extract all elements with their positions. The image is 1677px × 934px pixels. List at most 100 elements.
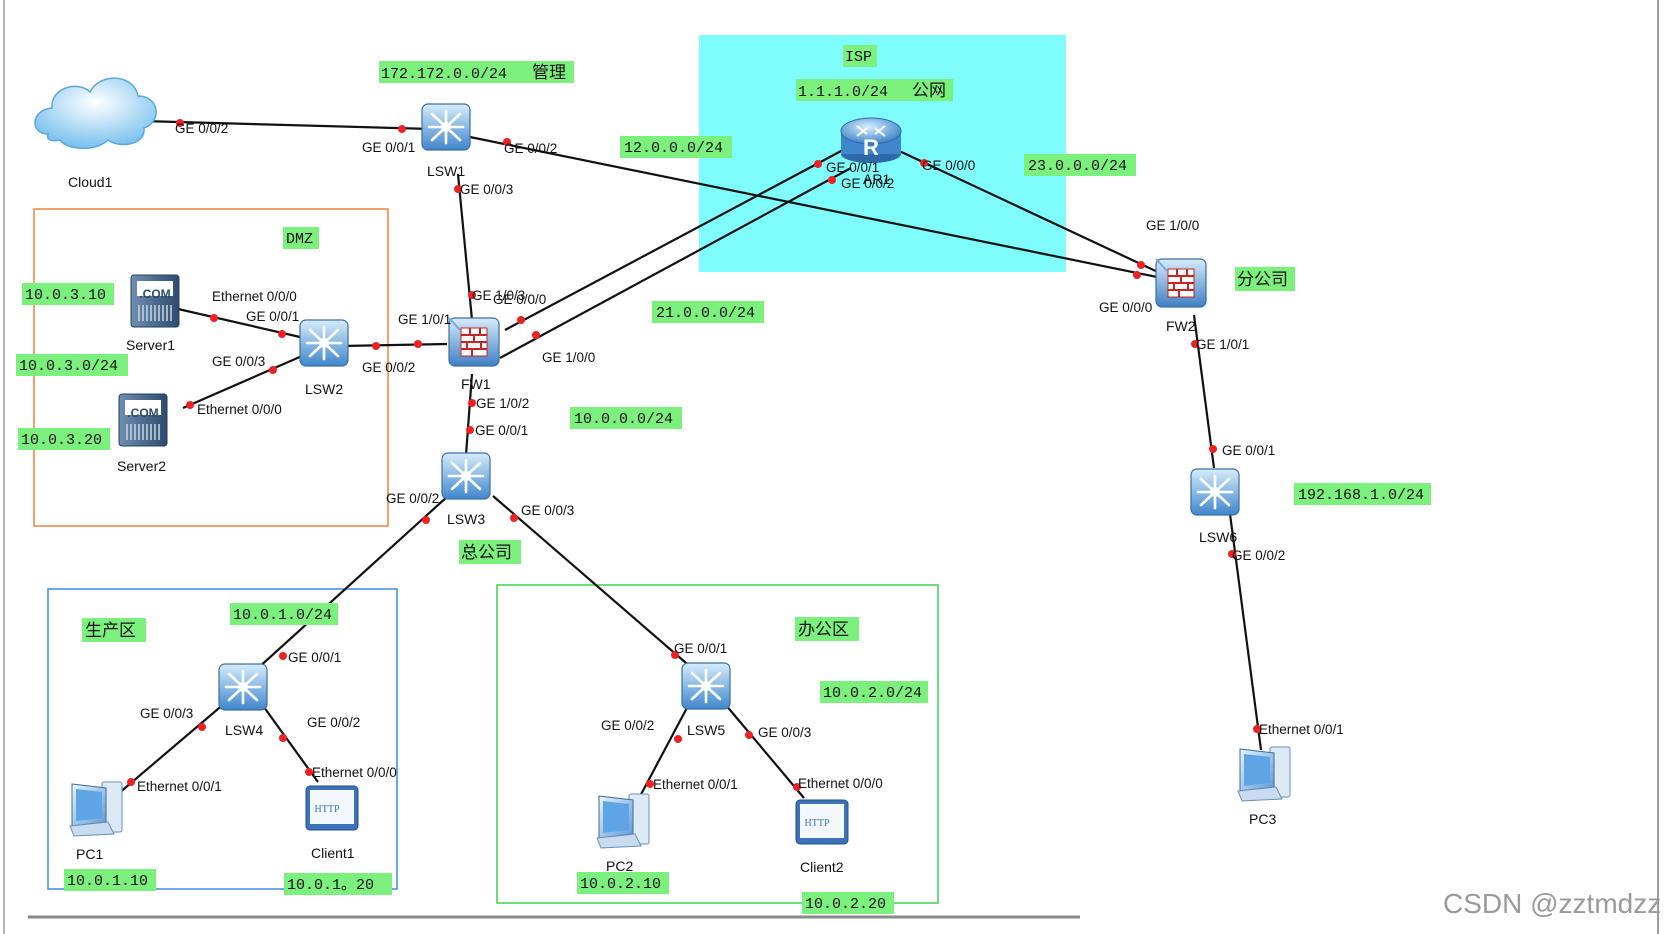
pc1-device[interactable] xyxy=(69,781,123,837)
port-dot xyxy=(1191,340,1199,348)
headquarters-label: 总公司 xyxy=(461,543,512,563)
port-dot xyxy=(646,780,654,788)
production-zone-label: 生产区 xyxy=(85,621,136,641)
link-fw2-lsw6 xyxy=(1192,314,1216,469)
lsw5-device[interactable] xyxy=(680,661,732,711)
port-dot xyxy=(745,731,753,739)
interface-label: GE 0/0/0 xyxy=(493,292,546,307)
server1-device[interactable]: .COM xyxy=(130,274,180,328)
mgmt-network-label: 172.172.0.0/24 xyxy=(381,66,507,83)
port-dot xyxy=(176,119,184,127)
interface-label: Ethernet 0/0/1 xyxy=(137,779,222,794)
port-dot xyxy=(1137,261,1145,269)
interface-label: GE 0/0/3 xyxy=(212,354,265,369)
lsw3-name: LSW3 xyxy=(447,511,485,527)
port-dot xyxy=(468,399,476,407)
isp-label: ISP xyxy=(845,49,872,66)
cloud1-device[interactable] xyxy=(34,77,157,149)
switch-icon xyxy=(298,318,350,368)
server2-device[interactable]: .COM xyxy=(118,393,168,447)
lsw4-device[interactable] xyxy=(217,662,269,712)
link-cloud1-lsw1 xyxy=(141,119,433,131)
ar1-name: AR1 xyxy=(863,171,890,187)
pc-icon xyxy=(596,793,650,849)
dmz-label: DMZ xyxy=(286,231,313,248)
interface-label: GE 1/0/1 xyxy=(398,312,451,327)
server1-ip-label: 10.0.3.10 xyxy=(25,287,106,304)
interface-label: GE 0/0/2 xyxy=(175,121,228,136)
port-dot xyxy=(793,783,801,791)
pc2-name: PC2 xyxy=(606,858,633,874)
port-dot xyxy=(278,330,286,338)
lsw5-name: LSW5 xyxy=(687,722,725,738)
watermark: CSDN @zztmdzz xyxy=(1443,888,1661,919)
lsw2-device[interactable] xyxy=(298,318,350,368)
server-icon xyxy=(130,274,180,328)
server-icon xyxy=(118,393,168,447)
link-server2-lsw2 xyxy=(182,354,303,410)
client2-ip-label: 10.0.2.20 xyxy=(805,896,886,913)
port-dot xyxy=(517,316,525,324)
port-dot xyxy=(454,185,462,193)
fw2-name: FW2 xyxy=(1166,318,1196,334)
production-zone xyxy=(47,588,398,890)
fw1-device[interactable] xyxy=(448,317,500,367)
pc1-ip-label: 10.0.1.10 xyxy=(67,873,148,890)
interface-label: GE 0/0/3 xyxy=(140,706,193,721)
link-fw1-lsw2 xyxy=(340,342,448,348)
lsw6-device[interactable] xyxy=(1189,467,1241,517)
pc3-device[interactable] xyxy=(1237,746,1291,802)
port-dot xyxy=(828,176,836,184)
interface-label: GE 0/0/0 xyxy=(1099,300,1152,315)
port-dot xyxy=(1133,271,1141,279)
interface-label: GE 0/0/1 xyxy=(1222,443,1275,458)
client1-ip-label: 10.0.1。20 xyxy=(287,877,374,894)
dmz-tag-bg xyxy=(283,227,319,249)
fw2-device[interactable] xyxy=(1155,258,1207,308)
pc2-device[interactable] xyxy=(596,793,650,849)
interface-label: Ethernet 0/0/0 xyxy=(312,765,397,780)
branch-label: 分公司 xyxy=(1237,270,1288,290)
office-zone xyxy=(496,584,939,904)
link-ar1-fw2 xyxy=(894,148,1161,274)
cloud1-name: Cloud1 xyxy=(68,174,113,190)
lsw2-name: LSW2 xyxy=(305,381,343,397)
port-dot xyxy=(510,514,518,522)
mgmt-tag: 管理 xyxy=(532,63,566,83)
interface-label: GE 0/0/1 xyxy=(288,650,341,665)
interface-label: GE 0/0/0 xyxy=(922,158,975,173)
port-dot xyxy=(127,778,135,786)
interface-label: GE 0/0/1 xyxy=(475,423,528,438)
lsw3-device[interactable] xyxy=(440,451,492,501)
link-lsw1-fw2 xyxy=(469,135,1163,280)
port-dot xyxy=(210,314,218,322)
interface-label: GE 0/0/1 xyxy=(246,309,299,324)
client2-device[interactable]: HTTP xyxy=(795,799,849,845)
net-10-0-1-label: 10.0.1.0/24 xyxy=(233,607,332,624)
port-dot xyxy=(466,426,474,434)
ar1-device[interactable]: R xyxy=(840,117,902,163)
port-dot xyxy=(920,159,928,167)
public-tag: 公网 xyxy=(912,81,946,101)
interface-label: GE 1/0/0 xyxy=(1146,218,1199,233)
http-badge: HTTP xyxy=(315,804,340,815)
link-lsw3-lsw5 xyxy=(492,495,694,670)
client1-device[interactable]: HTTP xyxy=(305,785,359,831)
port-dot xyxy=(198,723,206,731)
pc1-name: PC1 xyxy=(76,846,103,862)
interface-label: GE 0/0/1 xyxy=(362,140,415,155)
lsw1-device[interactable] xyxy=(420,102,472,152)
firewall-icon xyxy=(1155,258,1207,308)
pc-icon xyxy=(69,781,123,837)
interface-label: Ethernet 0/0/0 xyxy=(798,776,883,791)
server2-ip-label: 10.0.3.20 xyxy=(21,432,102,449)
net-192-label: 192.168.1.0/24 xyxy=(1298,487,1424,504)
interface-label: GE 0/0/3 xyxy=(460,182,513,197)
interface-label: Ethernet 0/0/0 xyxy=(197,402,282,417)
label-backgrounds xyxy=(16,61,1431,914)
interface-label: GE 1/0/3 xyxy=(472,288,525,303)
interface-label: GE 1/0/2 xyxy=(476,396,529,411)
interface-label: GE 0/0/2 xyxy=(362,360,415,375)
